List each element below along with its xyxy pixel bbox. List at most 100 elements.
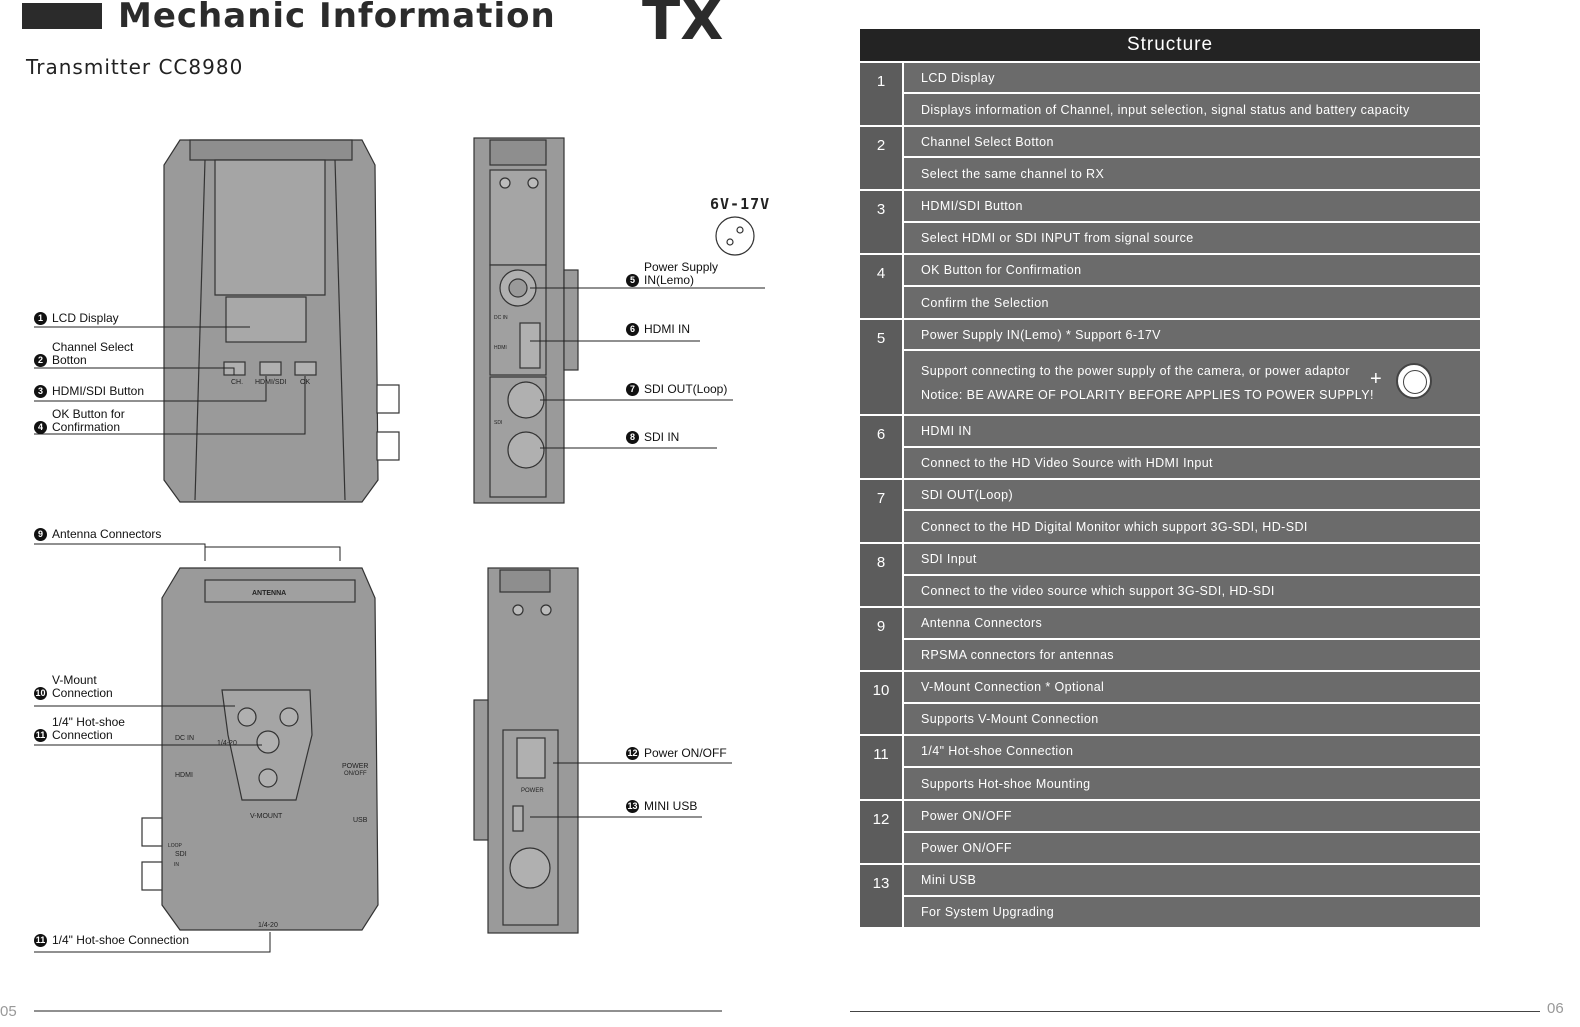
table-row: 11 1/4" Hot-shoe Connection Supports Hot… — [860, 734, 1480, 799]
dcin-label: DC IN — [175, 735, 195, 742]
lemo-connector-icon — [715, 216, 755, 256]
table-row: 4 OK Button for Confirmation Confirm the… — [860, 253, 1480, 318]
leader-lines — [34, 287, 765, 1012]
side-view-bottom-drawing — [473, 567, 579, 934]
in-label: IN — [174, 862, 179, 868]
row-name: OK Button for Confirmation — [902, 253, 1480, 285]
vmount-label: V-MOUNT — [250, 813, 283, 820]
hdmi-label: HDMI — [175, 772, 193, 779]
callout-number: 5 — [626, 274, 639, 287]
row-name: Mini USB — [902, 863, 1480, 895]
callout-number: 2 — [34, 354, 47, 367]
table-row: 1 LCD Display Displays information of Ch… — [860, 61, 1480, 125]
model-name: Transmitter CC8980 — [26, 55, 244, 79]
table-row: 12 Power ON/OFF Power ON/OFF — [860, 799, 1480, 863]
callout-number: 13 — [626, 800, 639, 813]
row-number: 1 — [860, 61, 902, 125]
callout-text: 1/4" Hot-shoe Connection — [52, 933, 190, 947]
callout-text-line2: Botton — [52, 353, 87, 367]
table-row: 8 SDI Input Connect to the video source … — [860, 542, 1480, 606]
page-title: Mechanic Information — [118, 0, 556, 36]
row-number: 10 — [860, 670, 902, 734]
ch-label: CH. — [231, 379, 244, 386]
row-number: 4 — [860, 253, 902, 318]
power-side-label: POWER — [521, 788, 544, 794]
row-number: 2 — [860, 125, 902, 189]
callout-number: 11 — [34, 729, 47, 742]
callout-number: 11 — [34, 934, 47, 947]
row-name: Channel Select Botton — [902, 125, 1480, 156]
loop-label: LOOP — [168, 843, 182, 849]
structure-table: Structure 1 LCD Display Displays informa… — [860, 29, 1505, 927]
sdi-label: SDI — [175, 851, 187, 858]
callout-1: 1 LCD Display — [34, 312, 119, 325]
table-row: 3 HDMI/SDI Button Select HDMI or SDI INP… — [860, 189, 1480, 253]
callout-number: 7 — [626, 383, 639, 396]
row-desc: Select the same channel to RX — [902, 156, 1480, 189]
hdmisdi-label: HDMI/SDI — [255, 379, 287, 386]
row-name: Power Supply IN(Lemo) * Support 6-17V — [902, 318, 1480, 349]
row-name: Power ON/OFF — [902, 799, 1480, 831]
callout-number: 9 — [34, 528, 47, 541]
callout-2: Channel Select 2 Botton — [34, 341, 133, 367]
callout-text: LCD Display — [52, 311, 119, 325]
row-desc-line2: Notice: BE AWARE OF POLARITY BEFORE APPL… — [921, 387, 1374, 402]
polarity-icon — [1396, 363, 1432, 399]
row-name: HDMI/SDI Button — [902, 189, 1480, 221]
row-number: 6 — [860, 414, 902, 478]
row-desc: Power ON/OFF — [902, 831, 1480, 863]
power-label: POWER — [342, 763, 369, 770]
callout-text-line2: Connection — [52, 728, 113, 742]
table-row: 2 Channel Select Botton Select the same … — [860, 125, 1480, 189]
callout-text-line2: Connection — [52, 686, 113, 700]
row-desc: Support connecting to the power supply o… — [902, 349, 1505, 414]
voltage-label: 6V-17V — [710, 195, 771, 213]
row-name: Antenna Connectors — [902, 606, 1480, 638]
right-page-number: 06 — [1547, 1000, 1564, 1017]
row-number: 8 — [860, 542, 902, 606]
row-number: 3 — [860, 189, 902, 253]
table-row: 9 Antenna Connectors RPSMA connectors fo… — [860, 606, 1480, 670]
row-desc: RPSMA connectors for antennas — [902, 638, 1480, 670]
row-name: SDI Input — [902, 542, 1480, 574]
callout-text-line1: V-Mount — [52, 673, 97, 687]
side-view-top-drawing — [473, 137, 579, 504]
row-desc: Confirm the Selection — [902, 285, 1480, 318]
callout-number: 6 — [626, 323, 639, 336]
callout-text-line2: IN(Lemo) — [644, 273, 695, 287]
callout-13: 13 MINI USB — [626, 800, 697, 813]
callout-text-line1: Power Supply — [644, 260, 719, 274]
row-desc: Supports V-Mount Connection — [902, 702, 1480, 734]
callout-number: 12 — [626, 747, 639, 760]
page-tag: TX — [642, 0, 724, 53]
callout-number: 1 — [34, 312, 47, 325]
structure-heading: Structure — [860, 29, 1480, 61]
callout-text-line1: Channel Select — [52, 340, 134, 354]
table-row: 6 HDMI IN Connect to the HD Video Source… — [860, 414, 1480, 478]
quarter-label: 1/4-20 — [217, 740, 237, 747]
row-desc: Connect to the HD Video Source with HDMI… — [902, 446, 1480, 478]
callout-text: MINI USB — [644, 799, 698, 813]
device-drawings — [34, 137, 765, 1012]
row-number: 9 — [860, 606, 902, 670]
callout-text: SDI IN — [644, 430, 680, 444]
callout-number: 4 — [34, 421, 47, 434]
callout-number: 3 — [34, 385, 47, 398]
plus-sign: + — [1370, 368, 1383, 390]
callout-text-line2: Confirmation — [52, 420, 121, 434]
row-number: 13 — [860, 863, 902, 927]
minus-sign: - — [1498, 366, 1506, 388]
row-number: 11 — [860, 734, 902, 799]
row-desc: Displays information of Channel, input s… — [902, 92, 1480, 125]
row-name: V-Mount Connection * Optional — [902, 670, 1480, 702]
row-name: SDI OUT(Loop) — [902, 478, 1480, 509]
callout-5: Power Supply 5 IN(Lemo) — [626, 261, 718, 287]
row-desc: Select HDMI or SDI INPUT from signal sou… — [902, 221, 1480, 253]
table-row: 5 Power Supply IN(Lemo) * Support 6-17V … — [860, 318, 1505, 414]
